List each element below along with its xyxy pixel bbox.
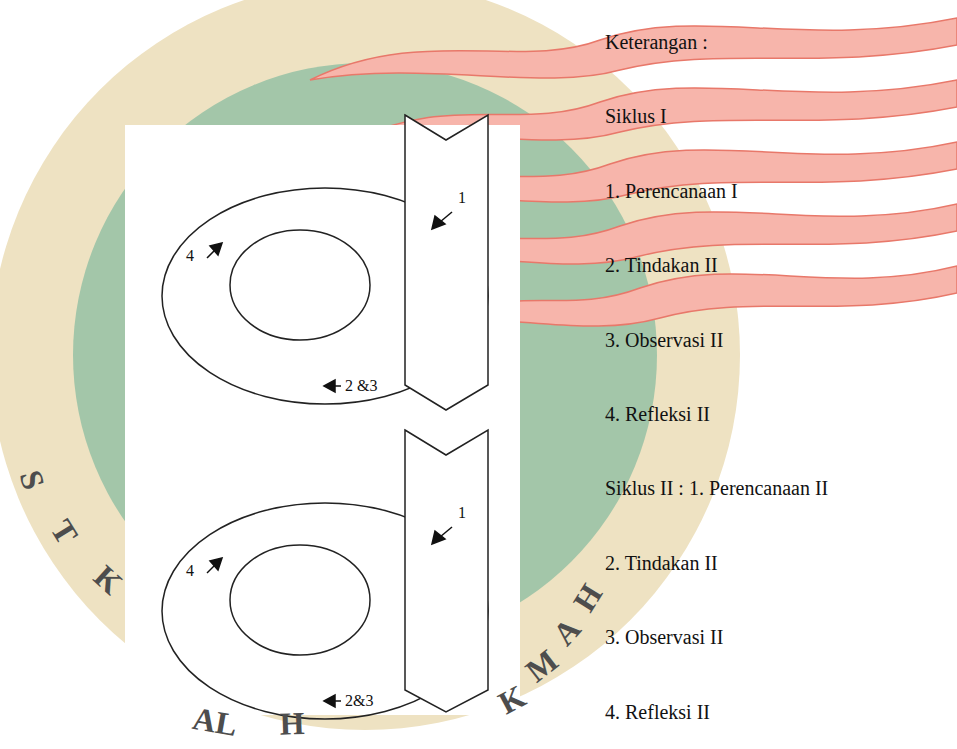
legend-item: 3. Observasi II: [605, 626, 723, 648]
watermark-letter: H: [279, 706, 305, 742]
arrow-head: [432, 216, 445, 229]
arrow-head: [210, 243, 222, 255]
watermark-letter: M: [519, 643, 564, 689]
legend-item: Siklus II : 1. Perencanaan II: [605, 477, 828, 499]
legend-item: 4. Refleksi II: [605, 403, 710, 425]
callout-number: 4: [186, 562, 194, 580]
arrow-head: [210, 558, 222, 570]
cycle-band: [405, 430, 488, 712]
arrow-head: [432, 531, 445, 544]
watermark-ring: [0, 0, 740, 730]
cycle-band: [405, 115, 488, 410]
swoosh: [310, 18, 957, 80]
cycle-arrows: [207, 212, 452, 707]
callout-number: 4: [186, 247, 194, 265]
watermark-letter: H: [566, 578, 609, 618]
legend-item: 2. Tindakan II: [605, 254, 718, 276]
watermark-letter: K: [87, 559, 129, 602]
watermark-letter: T: [43, 514, 84, 551]
legend-item: 4. Refleksi II: [605, 701, 710, 723]
callout-number: 1: [458, 189, 466, 207]
callout-number: 2&3: [345, 692, 373, 710]
legend-item: 2. Tindakan II: [605, 552, 718, 574]
callout-number: 2 &3: [345, 377, 377, 395]
watermark-letter: K: [493, 679, 531, 722]
legend-heading: Keterangan :: [605, 31, 708, 53]
legend-item: 1. Perencanaan I: [605, 180, 738, 202]
arrow-head: [324, 695, 335, 707]
watermark-letter: S: [13, 466, 52, 494]
inner-loop: [230, 230, 370, 340]
callout-number: 1: [458, 504, 466, 522]
watermark-letter: A: [546, 612, 588, 653]
inner-loop: [230, 545, 370, 655]
watermark-letter: AL: [190, 701, 240, 743]
arrow-head: [324, 380, 335, 392]
legend-item: Siklus I: [605, 105, 667, 127]
legend-item: 3. Observasi II: [605, 329, 723, 351]
